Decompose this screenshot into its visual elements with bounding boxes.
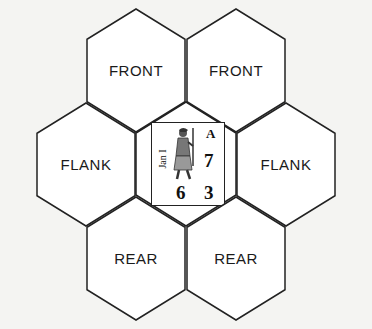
counter-value: 7 (204, 151, 214, 170)
hex-zone: REAR (186, 196, 286, 321)
zone-label: FRONT (209, 62, 263, 79)
counter-value: A (206, 127, 215, 140)
zone-label: FLANK (261, 156, 312, 173)
zone-label: REAR (214, 250, 258, 267)
hex-zone: REAR (86, 196, 186, 321)
zone-label: REAR (114, 250, 158, 267)
unit-counter: A 763 Jan I (151, 122, 225, 206)
unit-name: Jan I (157, 149, 167, 168)
zone-label: FLANK (61, 156, 112, 173)
counter-value: 6 (176, 183, 186, 202)
soldier-figure (168, 126, 202, 182)
counter-value: 3 (204, 183, 214, 202)
zone-label: FRONT (109, 62, 163, 79)
